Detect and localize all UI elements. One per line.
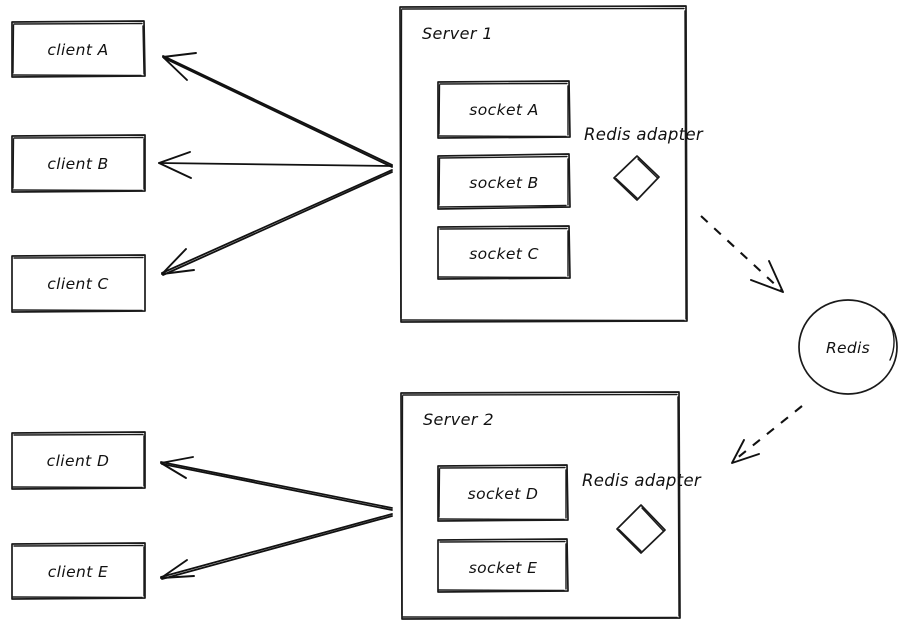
client-b-label: client B (47, 155, 108, 173)
client-d-node[interactable]: client D (11, 431, 146, 490)
arrow-server2-to-client-e (160, 513, 393, 580)
redis-label: Redis (826, 339, 870, 357)
server-1-label: Server 1 (422, 24, 493, 43)
socket-b-node[interactable]: socket B (437, 153, 571, 210)
redis-node[interactable]: Redis (798, 299, 898, 395)
client-a-node[interactable]: client A (11, 20, 146, 78)
client-d-label: client D (47, 452, 110, 470)
server-2-adapter-diamond-icon[interactable] (616, 504, 666, 554)
arrow-server2-to-client-d (160, 456, 393, 511)
client-e-node[interactable]: client E (11, 542, 146, 600)
arrow-redis-to-server2-adapter (731, 405, 803, 464)
socket-d-node[interactable]: socket D (437, 464, 569, 522)
socket-e-node[interactable]: socket E (437, 538, 569, 593)
server-2-node[interactable]: Server 2 socket D socket E Redis adapter (400, 391, 702, 620)
arrow-server1-to-client-c (161, 169, 393, 276)
client-e-label: client E (48, 563, 109, 581)
server-1-adapter-diamond-icon[interactable] (613, 155, 660, 201)
arrow-server1-to-client-a (162, 52, 393, 168)
client-c-label: client C (47, 275, 109, 293)
client-c-node[interactable]: client C (11, 254, 146, 313)
client-b-node[interactable]: client B (11, 134, 146, 193)
server-2-adapter-label: Redis adapter (582, 471, 702, 490)
socket-b-label: socket B (469, 174, 538, 192)
server-2-label: Server 2 (423, 410, 494, 429)
arrow-server1-to-client-b (158, 151, 393, 179)
socket-a-node[interactable]: socket A (437, 80, 571, 139)
client-a-label: client A (47, 41, 108, 59)
socket-c-node[interactable]: socket C (437, 225, 571, 280)
server-1-node[interactable]: Server 1 socket A socket B socket C Redi… (399, 5, 704, 323)
socket-a-label: socket A (469, 101, 538, 119)
socket-d-label: socket D (468, 485, 539, 503)
arrow-server1-adapter-to-redis (700, 215, 784, 293)
socket-e-label: socket E (469, 559, 538, 577)
server-1-adapter-label: Redis adapter (584, 125, 704, 144)
socket-c-label: socket C (469, 245, 539, 263)
